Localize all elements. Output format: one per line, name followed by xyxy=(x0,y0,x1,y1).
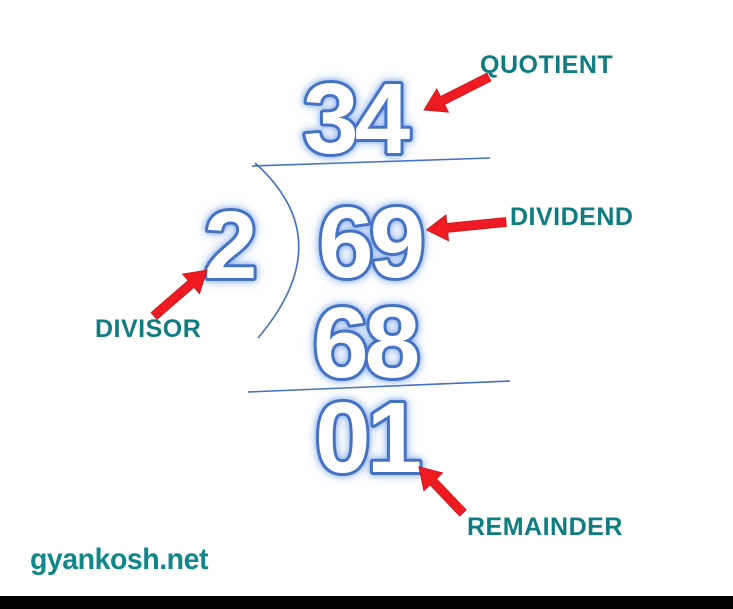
quotient-underline xyxy=(251,157,491,167)
quotient-value: 34 xyxy=(303,63,411,175)
watermark-text: gyankosh.net xyxy=(30,543,209,576)
remainder-arrow-icon xyxy=(418,466,467,517)
divisor-value: 2 xyxy=(204,192,254,299)
quotient-arrow-icon xyxy=(423,72,492,113)
dividend-value: 69 xyxy=(318,187,422,299)
product-value: 68 xyxy=(313,287,418,399)
divisor-arrow-icon xyxy=(150,269,208,320)
division-bracket xyxy=(254,162,300,339)
dividend-arrow-icon xyxy=(425,214,507,242)
quotient-label: QUOTIENT xyxy=(480,51,614,79)
dividend-label: DIVIDEND xyxy=(510,203,634,231)
remainder-label: REMAINDER xyxy=(467,513,623,541)
divisor-label: DIVISOR xyxy=(95,315,202,343)
remainder-value: 01 xyxy=(315,382,420,494)
subtraction-line xyxy=(247,380,511,393)
bottom-black-bar xyxy=(0,596,733,609)
